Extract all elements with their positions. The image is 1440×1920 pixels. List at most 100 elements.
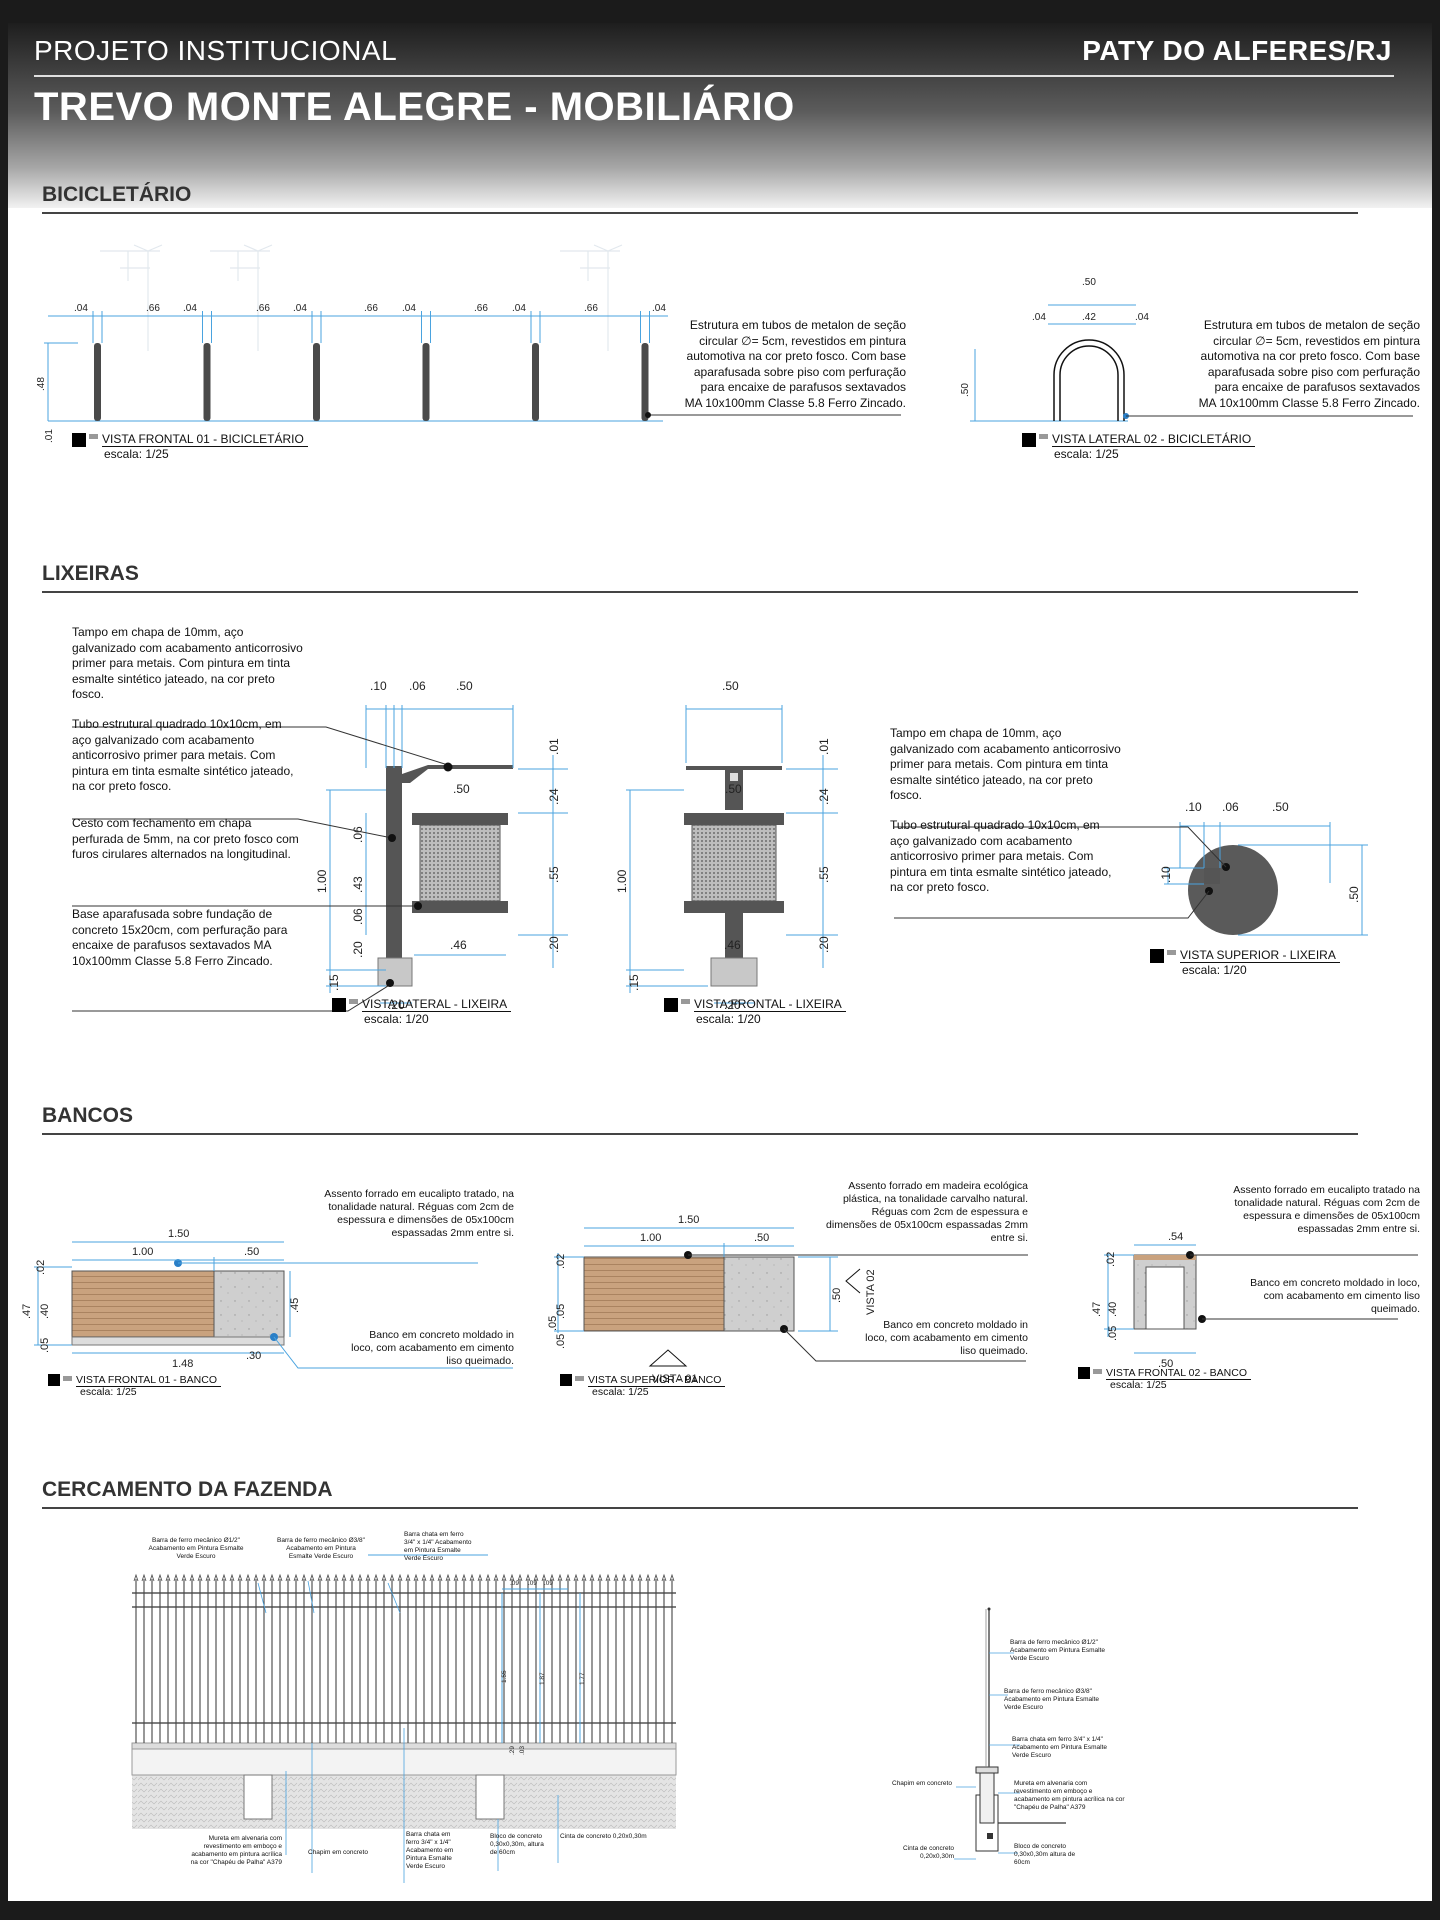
bin-top-lid-note: Tampo em chapa de 10mm, aço galvanizado … — [890, 726, 1121, 802]
dim-label: .09 — [544, 1580, 553, 1587]
dim-label: .05 — [555, 1304, 567, 1319]
dim-label: .66 — [146, 303, 160, 314]
dim-label: .15 — [627, 974, 641, 991]
bike-rack-post — [532, 343, 539, 421]
fence-bar-tip — [133, 1573, 139, 1582]
location-label: PATY DO ALFERES/RJ — [1082, 35, 1392, 66]
dim-label: .10 — [1185, 800, 1202, 814]
fence-bar-tip — [669, 1573, 675, 1582]
fence-bar-tip — [621, 1573, 627, 1582]
dim-label: 1.77 — [579, 1672, 586, 1685]
fence-bar-tip — [245, 1573, 251, 1582]
fence-bar-tip — [213, 1573, 219, 1582]
dim-label: 1.50 — [168, 1228, 189, 1240]
fence-note-wall: Mureta em alvenaria com revestimento em … — [190, 1835, 282, 1866]
view-marker-label: VISTA 02 — [865, 1269, 877, 1315]
view-scale: escala: 1/25 — [592, 1386, 649, 1399]
fence-bar-tip — [637, 1573, 643, 1582]
fence-section-note-flat-bar: Barra chata em ferro 3/4" x 1/4" Acabame… — [1012, 1736, 1108, 1759]
bike-rack-post — [422, 343, 430, 421]
dim-label: .66 — [584, 303, 598, 314]
fence-section-note-bar-1: Barra de ferro mecânico Ø1/2" Acabamento… — [1010, 1639, 1106, 1662]
fence-bar-tip — [181, 1573, 187, 1582]
fence-bar-tip — [301, 1573, 307, 1582]
view-marker-triangle — [648, 1349, 688, 1367]
fence-bar-tip — [381, 1573, 387, 1582]
bike-rack-front-note: Estrutura em tubos de metalon de seção c… — [684, 318, 906, 410]
bin-foundation — [377, 957, 413, 987]
section-title-bicicletario: BICICLETÁRIO — [42, 183, 192, 206]
fence-bar-tip — [229, 1573, 235, 1582]
fence-bar-tip — [365, 1573, 371, 1582]
section-rule — [42, 1133, 1358, 1135]
fence-note-coping: Chapim em concreto — [308, 1849, 368, 1856]
fence-note-block: Bloco de concreto 0,30x0,30m, altura de … — [490, 1833, 544, 1856]
bin-top-tube-note: Tubo estrutural quadrado 10x10cm, em aço… — [890, 818, 1112, 894]
fence-bar-tip — [165, 1573, 171, 1582]
dim-label: .04 — [74, 303, 88, 314]
fence-bar-tip — [477, 1573, 483, 1582]
fence-note-flat-bar: Barra chata em ferro 3/4" x 1/4" Acabame… — [404, 1531, 472, 1562]
fence-bar-tip — [493, 1573, 499, 1582]
fence-bar-tip — [525, 1573, 531, 1582]
dim-label: .40 — [1107, 1302, 1119, 1317]
bike-rack-post — [313, 343, 320, 421]
fence-bar-tip — [405, 1573, 411, 1582]
dim-label: .20 — [724, 998, 741, 1012]
dim-label: .40 — [39, 1304, 51, 1319]
fence-bar-tip — [205, 1573, 211, 1582]
dim-label: .06 — [351, 908, 365, 925]
view-title: VISTA LATERAL - LIXEIRA — [362, 997, 512, 1012]
view-marker-label: VISTA 01 — [652, 1373, 698, 1385]
fence-bar-tip — [141, 1573, 147, 1582]
dim-label: 1.48 — [172, 1358, 193, 1370]
fence-bar-tip — [293, 1573, 299, 1582]
dim-label: .66 — [256, 303, 270, 314]
bench-top-base-note: Banco em concreto moldado in loco, com a… — [865, 1319, 1028, 1357]
fence-bar-tip — [581, 1573, 587, 1582]
view-title: VISTA SUPERIOR - BANCO — [588, 1374, 726, 1387]
dim-label: .50 — [244, 1246, 259, 1258]
dim-label: .04 — [1135, 312, 1149, 323]
dim-label: .50 — [1082, 277, 1096, 288]
bench-f2-seat-note: Assento forrado em eucalipto tratado na … — [1233, 1184, 1420, 1235]
bin-base-note: Base aparafusada sobre fundação de concr… — [72, 907, 288, 968]
header-rule — [34, 75, 1394, 77]
dim-label: .01 — [547, 738, 561, 755]
dim-label: 1.87 — [539, 1672, 546, 1685]
bench-top-seat-note: Assento forrado em madeira ecológica plá… — [826, 1180, 1028, 1244]
dim-label: .47 — [21, 1304, 33, 1319]
fence-note-bar-2: Barra de ferro mecânico Ø3/8" Acabamento… — [277, 1537, 365, 1560]
dim-label: .55 — [547, 866, 561, 883]
dim-label: .04 — [293, 303, 307, 314]
dim-label: .54 — [1168, 1231, 1183, 1243]
view-label-bin-lateral: VISTA LATERAL - LIXEIRA escala: 1/20 — [332, 997, 512, 1026]
fence-section — [954, 1607, 1066, 1860]
dim-label: .04 — [402, 303, 416, 314]
fence-bar-tip — [397, 1573, 403, 1582]
dim-label: .05 — [39, 1338, 51, 1353]
dim-label: .09 — [528, 1580, 537, 1587]
bin-lid-note: Tampo em chapa de 10mm, aço galvanizado … — [72, 625, 303, 701]
dim-label: .45 — [289, 1298, 301, 1313]
bench-f1-seat-note: Assento forrado em eucalipto tratado, na… — [324, 1188, 514, 1239]
fence-bar-tip — [509, 1573, 515, 1582]
view-scale: escala: 1/25 — [104, 446, 169, 461]
fence-bar-tip — [501, 1573, 507, 1582]
fence-note-flat-bar-2: Barra chata em ferro 3/4" x 1/4" Acabame… — [406, 1831, 454, 1870]
project-label: PROJETO INSTITUCIONAL — [34, 35, 398, 66]
fence-bar-tip — [589, 1573, 595, 1582]
view-scale: escala: 1/20 — [364, 1011, 429, 1026]
dim-label: .20 — [817, 936, 831, 953]
fence-bar-tip — [341, 1573, 347, 1582]
fence-bar-tip — [237, 1573, 243, 1582]
fence-bar-tip — [261, 1573, 267, 1582]
view-label-bench-f2: VISTA FRONTAL 02 - BANCO escala: 1/25 — [1078, 1367, 1252, 1391]
view-title: VISTA FRONTAL - LIXEIRA — [694, 997, 846, 1012]
view-label-bike-side: VISTA LATERAL 02 - BICICLETÁRIO escala: … — [1022, 432, 1256, 461]
dim-label: .20 — [351, 941, 365, 958]
dim-label: .29 — [509, 1746, 516, 1755]
trash-bin-top-view: .10 .06 .50 .10 .50 — [894, 800, 1368, 936]
dim-label: .50 — [453, 782, 470, 796]
dim-label: .30 — [246, 1350, 261, 1362]
